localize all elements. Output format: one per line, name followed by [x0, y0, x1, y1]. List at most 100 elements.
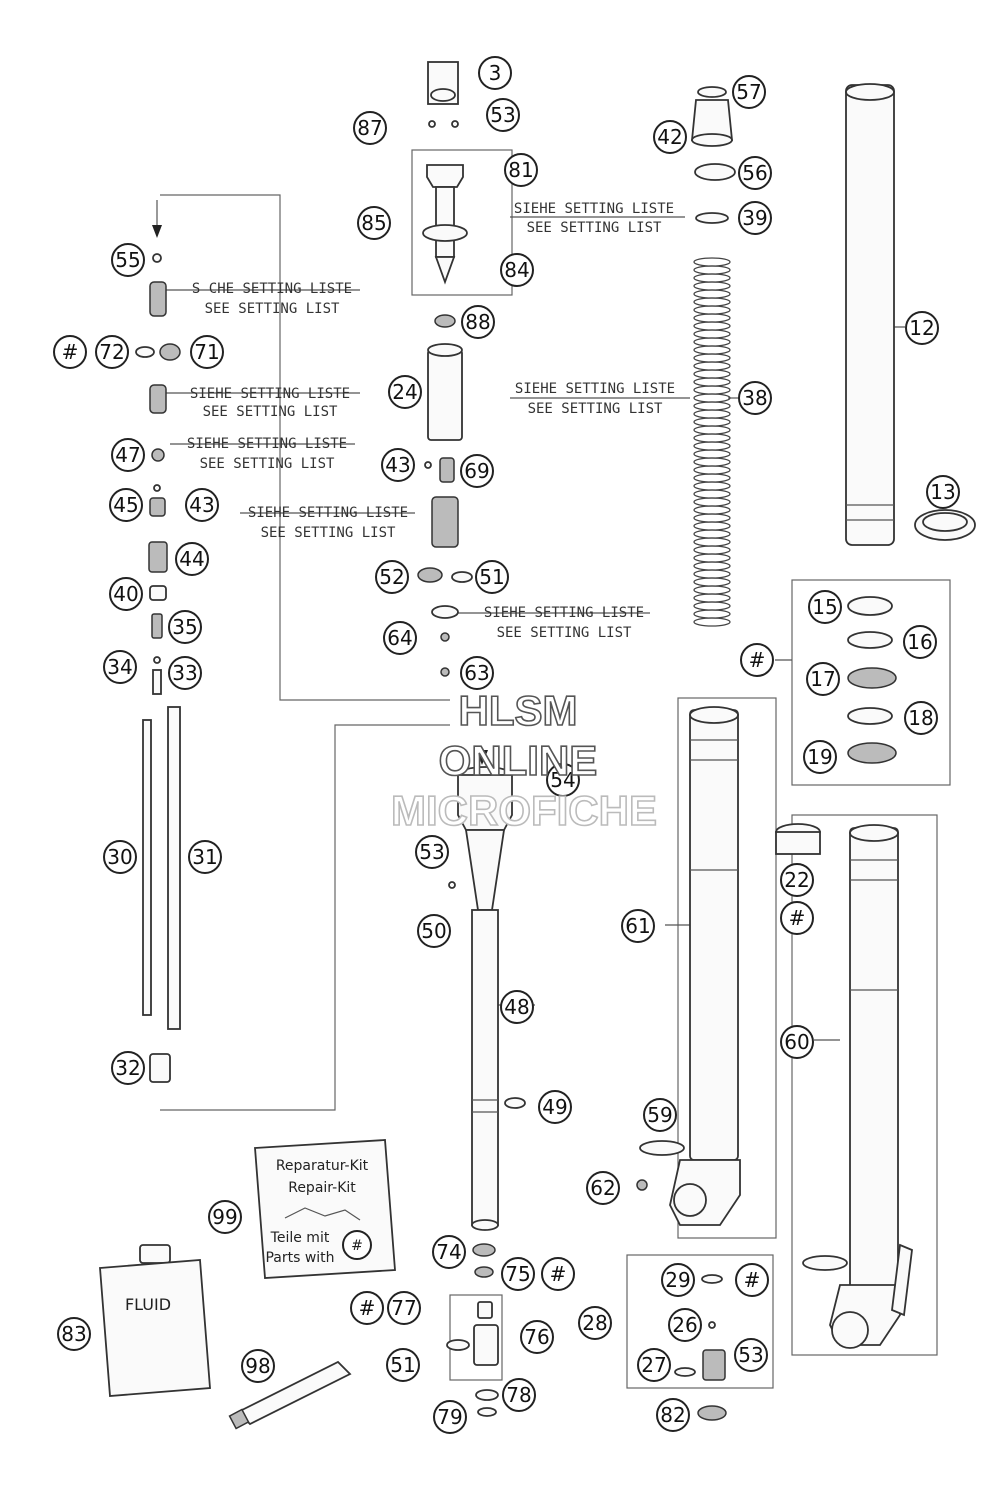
callout-83: 83 — [57, 1317, 91, 1351]
callout-hash: # — [541, 1257, 575, 1291]
inner-tube-61 — [636, 706, 741, 1226]
svg-text:#: # — [744, 1268, 761, 1292]
callout-13: 13 — [926, 475, 960, 509]
svg-text:62: 62 — [590, 1176, 615, 1200]
svg-text:57: 57 — [736, 80, 761, 104]
callout-hash: # — [780, 901, 814, 935]
callout-22: 22 — [780, 863, 814, 897]
note-2-en: SEE SETTING LIST — [203, 404, 338, 420]
svg-text:85: 85 — [361, 211, 386, 235]
note-1-de: S CHE SETTING LISTE — [192, 281, 352, 297]
callout-81: 81 — [504, 153, 538, 187]
svg-text:63: 63 — [464, 661, 489, 685]
svg-text:84: 84 — [504, 258, 529, 282]
callout-39: 39 — [738, 201, 772, 235]
callout-18: 18 — [904, 701, 938, 735]
callout-79: 79 — [433, 1400, 467, 1434]
leader-lines — [150, 149, 951, 1389]
svg-text:53: 53 — [738, 1343, 763, 1367]
svg-text:54: 54 — [550, 768, 575, 792]
callout-59: 59 — [643, 1098, 677, 1132]
callout-35: 35 — [168, 610, 202, 644]
svg-text:15: 15 — [812, 595, 837, 619]
svg-text:3: 3 — [489, 61, 502, 85]
callout-69: 69 — [460, 454, 494, 488]
fork-fluid-bottle: FLUID — [99, 1244, 211, 1397]
svg-text:53: 53 — [419, 840, 444, 864]
callout-40: 40 — [109, 577, 143, 611]
svg-text:34: 34 — [107, 655, 132, 679]
left-column-parts — [135, 253, 181, 1083]
note-4-en: SEE SETTING LIST — [261, 525, 396, 541]
callout-85: 85 — [357, 206, 391, 240]
svg-text:88: 88 — [465, 310, 490, 334]
svg-text:43: 43 — [189, 493, 214, 517]
svg-text:#: # — [550, 1262, 567, 1286]
svg-text:22: 22 — [784, 868, 809, 892]
svg-text:17: 17 — [810, 667, 835, 691]
svg-text:51: 51 — [390, 1353, 415, 1377]
callout-27: 27 — [637, 1348, 671, 1382]
svg-text:40: 40 — [113, 582, 138, 606]
svg-text:55: 55 — [115, 248, 140, 272]
callout-hash: # — [735, 1263, 769, 1297]
callout-42: 42 — [653, 120, 687, 154]
callout-47: 47 — [111, 438, 145, 472]
svg-text:#: # — [62, 340, 79, 364]
svg-text:51: 51 — [479, 565, 504, 589]
svg-text:#: # — [359, 1296, 376, 1320]
svg-text:32: 32 — [115, 1056, 140, 1080]
callout-28: 28 — [578, 1306, 612, 1340]
watermark-line-3: MICROFICHE — [391, 787, 657, 834]
callout-61: 61 — [621, 909, 655, 943]
fork-spring — [693, 257, 731, 627]
svg-text:61: 61 — [625, 914, 650, 938]
callout-88: 88 — [461, 305, 495, 339]
note-4-de: SIEHE SETTING LISTE — [248, 505, 408, 521]
repair-kit-title-en: Repair-Kit — [288, 1180, 356, 1196]
callout-31: 31 — [188, 840, 222, 874]
callout-50: 50 — [417, 914, 451, 948]
svg-text:38: 38 — [742, 386, 767, 410]
note-2-de: SIEHE SETTING LISTE — [190, 386, 350, 402]
svg-text:30: 30 — [107, 845, 132, 869]
callout-84: 84 — [500, 253, 534, 287]
svg-text:12: 12 — [909, 316, 934, 340]
svg-text:18: 18 — [908, 706, 933, 730]
callout-72: 72 — [95, 335, 129, 369]
note-7-en: SEE SETTING LIST — [497, 625, 632, 641]
grease-tube — [228, 1360, 352, 1430]
callout-99: 99 — [208, 1200, 242, 1234]
callout-51: 51 — [386, 1348, 420, 1382]
callout-53: 53 — [486, 98, 520, 132]
svg-text:79: 79 — [437, 1405, 462, 1429]
callout-38: 38 — [738, 381, 772, 415]
svg-text:98: 98 — [245, 1354, 270, 1378]
callout-56: 56 — [738, 156, 772, 190]
callout-54: 54 — [546, 763, 580, 797]
callout-hash: # — [740, 643, 774, 677]
callout-74: 74 — [432, 1235, 466, 1269]
svg-text:43: 43 — [385, 453, 410, 477]
callout-16: 16 — [903, 625, 937, 659]
svg-text:53: 53 — [490, 103, 515, 127]
callout-26: 26 — [668, 1308, 702, 1342]
repair-kit-hash: # — [351, 1238, 363, 1254]
callout-78: 78 — [502, 1378, 536, 1412]
svg-text:16: 16 — [907, 630, 932, 654]
note-3-en: SEE SETTING LIST — [200, 456, 335, 472]
callout-57: 57 — [732, 75, 766, 109]
watermark-line-2: ONLINE — [439, 737, 598, 784]
callout-hash: # — [53, 335, 87, 369]
svg-text:76: 76 — [524, 1325, 549, 1349]
svg-text:13: 13 — [930, 480, 955, 504]
svg-text:81: 81 — [508, 158, 533, 182]
callout-44: 44 — [175, 542, 209, 576]
callout-17: 17 — [806, 662, 840, 696]
svg-text:64: 64 — [387, 626, 412, 650]
inner-tube-60 — [775, 823, 913, 1349]
callout-75: 75 — [501, 1257, 535, 1291]
callout-87: 87 — [353, 111, 387, 145]
callout-32: 32 — [111, 1051, 145, 1085]
svg-text:75: 75 — [505, 1262, 530, 1286]
